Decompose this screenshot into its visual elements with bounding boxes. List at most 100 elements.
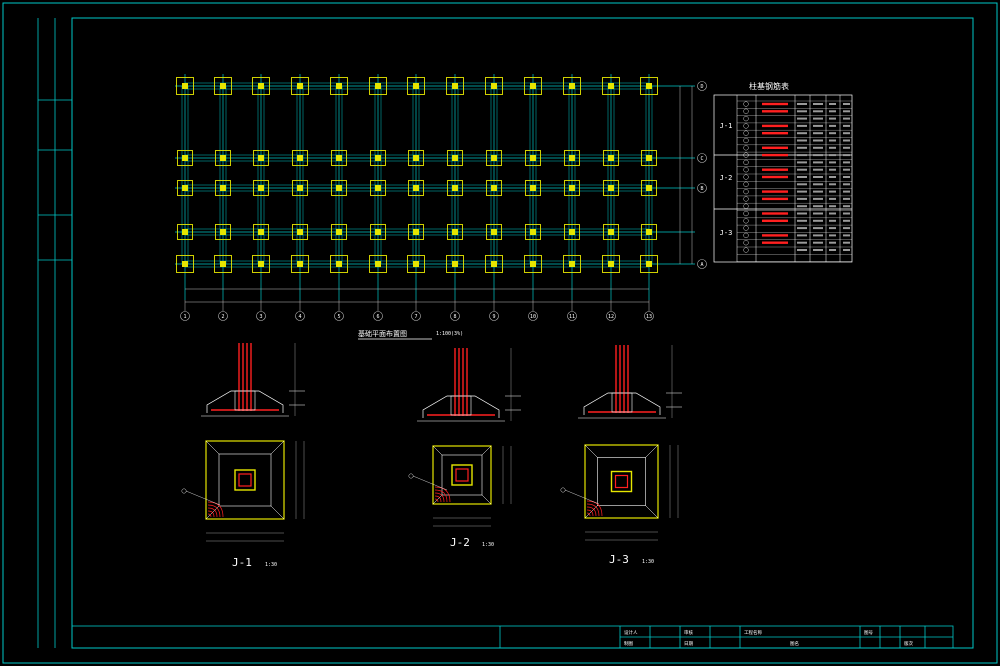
column-stub	[336, 155, 342, 161]
axis-label: 4	[298, 314, 301, 320]
column-stub	[491, 229, 497, 235]
footing-outline	[214, 77, 232, 95]
footing-outline	[331, 180, 347, 196]
footing-outline	[447, 180, 463, 196]
column-stub	[452, 155, 458, 161]
bar-mark-bubble	[743, 232, 749, 239]
table-value-cell	[797, 227, 807, 230]
table-value-cell	[829, 227, 836, 230]
detail-label-j3: J-3	[609, 553, 629, 566]
footing-plan-outline	[432, 445, 492, 505]
detail-scale-j3: 1:30	[642, 559, 654, 565]
bar-mark-bubble	[743, 152, 749, 158]
title-block-text: 设计人 审核 制图 日期 工程名称 图名 图号 版次	[624, 629, 913, 647]
axis-label: 11	[569, 314, 575, 320]
axis-bubble	[334, 311, 344, 321]
footing-outline	[253, 150, 269, 166]
table-value-cell	[843, 234, 850, 237]
table-value-cell	[797, 124, 807, 127]
axis-bubble	[489, 311, 499, 321]
slope-line	[645, 505, 659, 519]
column-stub	[608, 155, 614, 161]
footing-outline	[602, 77, 620, 95]
table-value-cell	[813, 234, 823, 237]
column-rebar-plan	[455, 468, 469, 482]
table-value-cell	[813, 190, 823, 193]
table-value-cell	[843, 183, 850, 186]
table-value-cell	[813, 212, 823, 215]
column-stub	[182, 155, 188, 161]
table-value-cell	[813, 241, 823, 244]
table-value-cell	[797, 139, 807, 142]
footing-outline	[640, 77, 658, 95]
table-value-cell	[829, 183, 836, 186]
table-value-cell	[797, 190, 807, 193]
footing-outline	[525, 224, 541, 240]
rebar-shape	[762, 190, 788, 193]
column-stub	[413, 185, 419, 191]
row-bubble	[697, 153, 707, 163]
table-value-cell	[829, 249, 836, 251]
footing-outline	[176, 77, 194, 95]
table-value-cell	[813, 205, 823, 208]
tb-drafter: 制图	[624, 640, 633, 647]
axis-label: 9	[492, 314, 495, 320]
bar-mark-bubble	[743, 167, 749, 173]
axis-label: 1	[183, 314, 186, 320]
table-group-label: J-2	[720, 174, 733, 182]
footing-outline	[369, 77, 387, 95]
column-stub	[646, 83, 652, 89]
footing-outline	[252, 77, 270, 95]
table-value-cell	[829, 197, 836, 200]
table-value-cell	[797, 110, 807, 113]
footing-step-outline	[441, 454, 483, 496]
column-stub	[569, 155, 575, 161]
table-value-cell	[843, 227, 850, 230]
table-value-cell	[829, 103, 836, 105]
rebar-shape	[762, 168, 788, 171]
column-outline	[610, 470, 633, 493]
rebar-mesh-arc	[207, 510, 215, 518]
column-stub	[452, 261, 458, 267]
row-label: B	[700, 186, 703, 192]
footing-outline	[214, 255, 232, 273]
row-label: A	[700, 262, 703, 268]
bar-mark-bubble	[743, 108, 749, 114]
bar-mark-bubble	[743, 174, 749, 180]
axis-bubble	[450, 311, 460, 321]
table-value-cell	[813, 146, 823, 149]
column-outline	[451, 464, 473, 486]
rebar-mesh-arc	[586, 509, 594, 517]
footing-outline	[215, 150, 231, 166]
footing-outline	[640, 255, 658, 273]
table-value-cell	[813, 154, 823, 157]
table-value-cell	[829, 154, 836, 157]
column-stub	[375, 261, 381, 267]
table-value-cell	[813, 227, 823, 230]
rebar-mesh-arc	[207, 501, 224, 518]
column-stub	[491, 261, 497, 267]
axis-bubble	[180, 311, 190, 321]
column-stub	[569, 83, 575, 89]
row-label: D	[700, 84, 703, 90]
table-value-cell	[843, 212, 850, 215]
footing-outline	[291, 255, 309, 273]
footing-outline	[563, 77, 581, 95]
footing-plan-outline	[584, 444, 659, 519]
footing-outline	[447, 224, 463, 240]
footing-outline	[177, 224, 193, 240]
column-stub	[220, 185, 226, 191]
axis-label: 2	[221, 314, 224, 320]
column-stub	[182, 83, 188, 89]
footing-outline	[485, 77, 503, 95]
footing-outline	[525, 180, 541, 196]
axis-bubble	[256, 311, 266, 321]
leader-bubble	[408, 473, 414, 479]
slope-line	[584, 444, 598, 458]
column-stub	[220, 155, 226, 161]
row-bubble	[697, 259, 707, 269]
column-stub	[530, 185, 536, 191]
column-stub	[375, 229, 381, 235]
table-value-cell	[797, 197, 807, 200]
